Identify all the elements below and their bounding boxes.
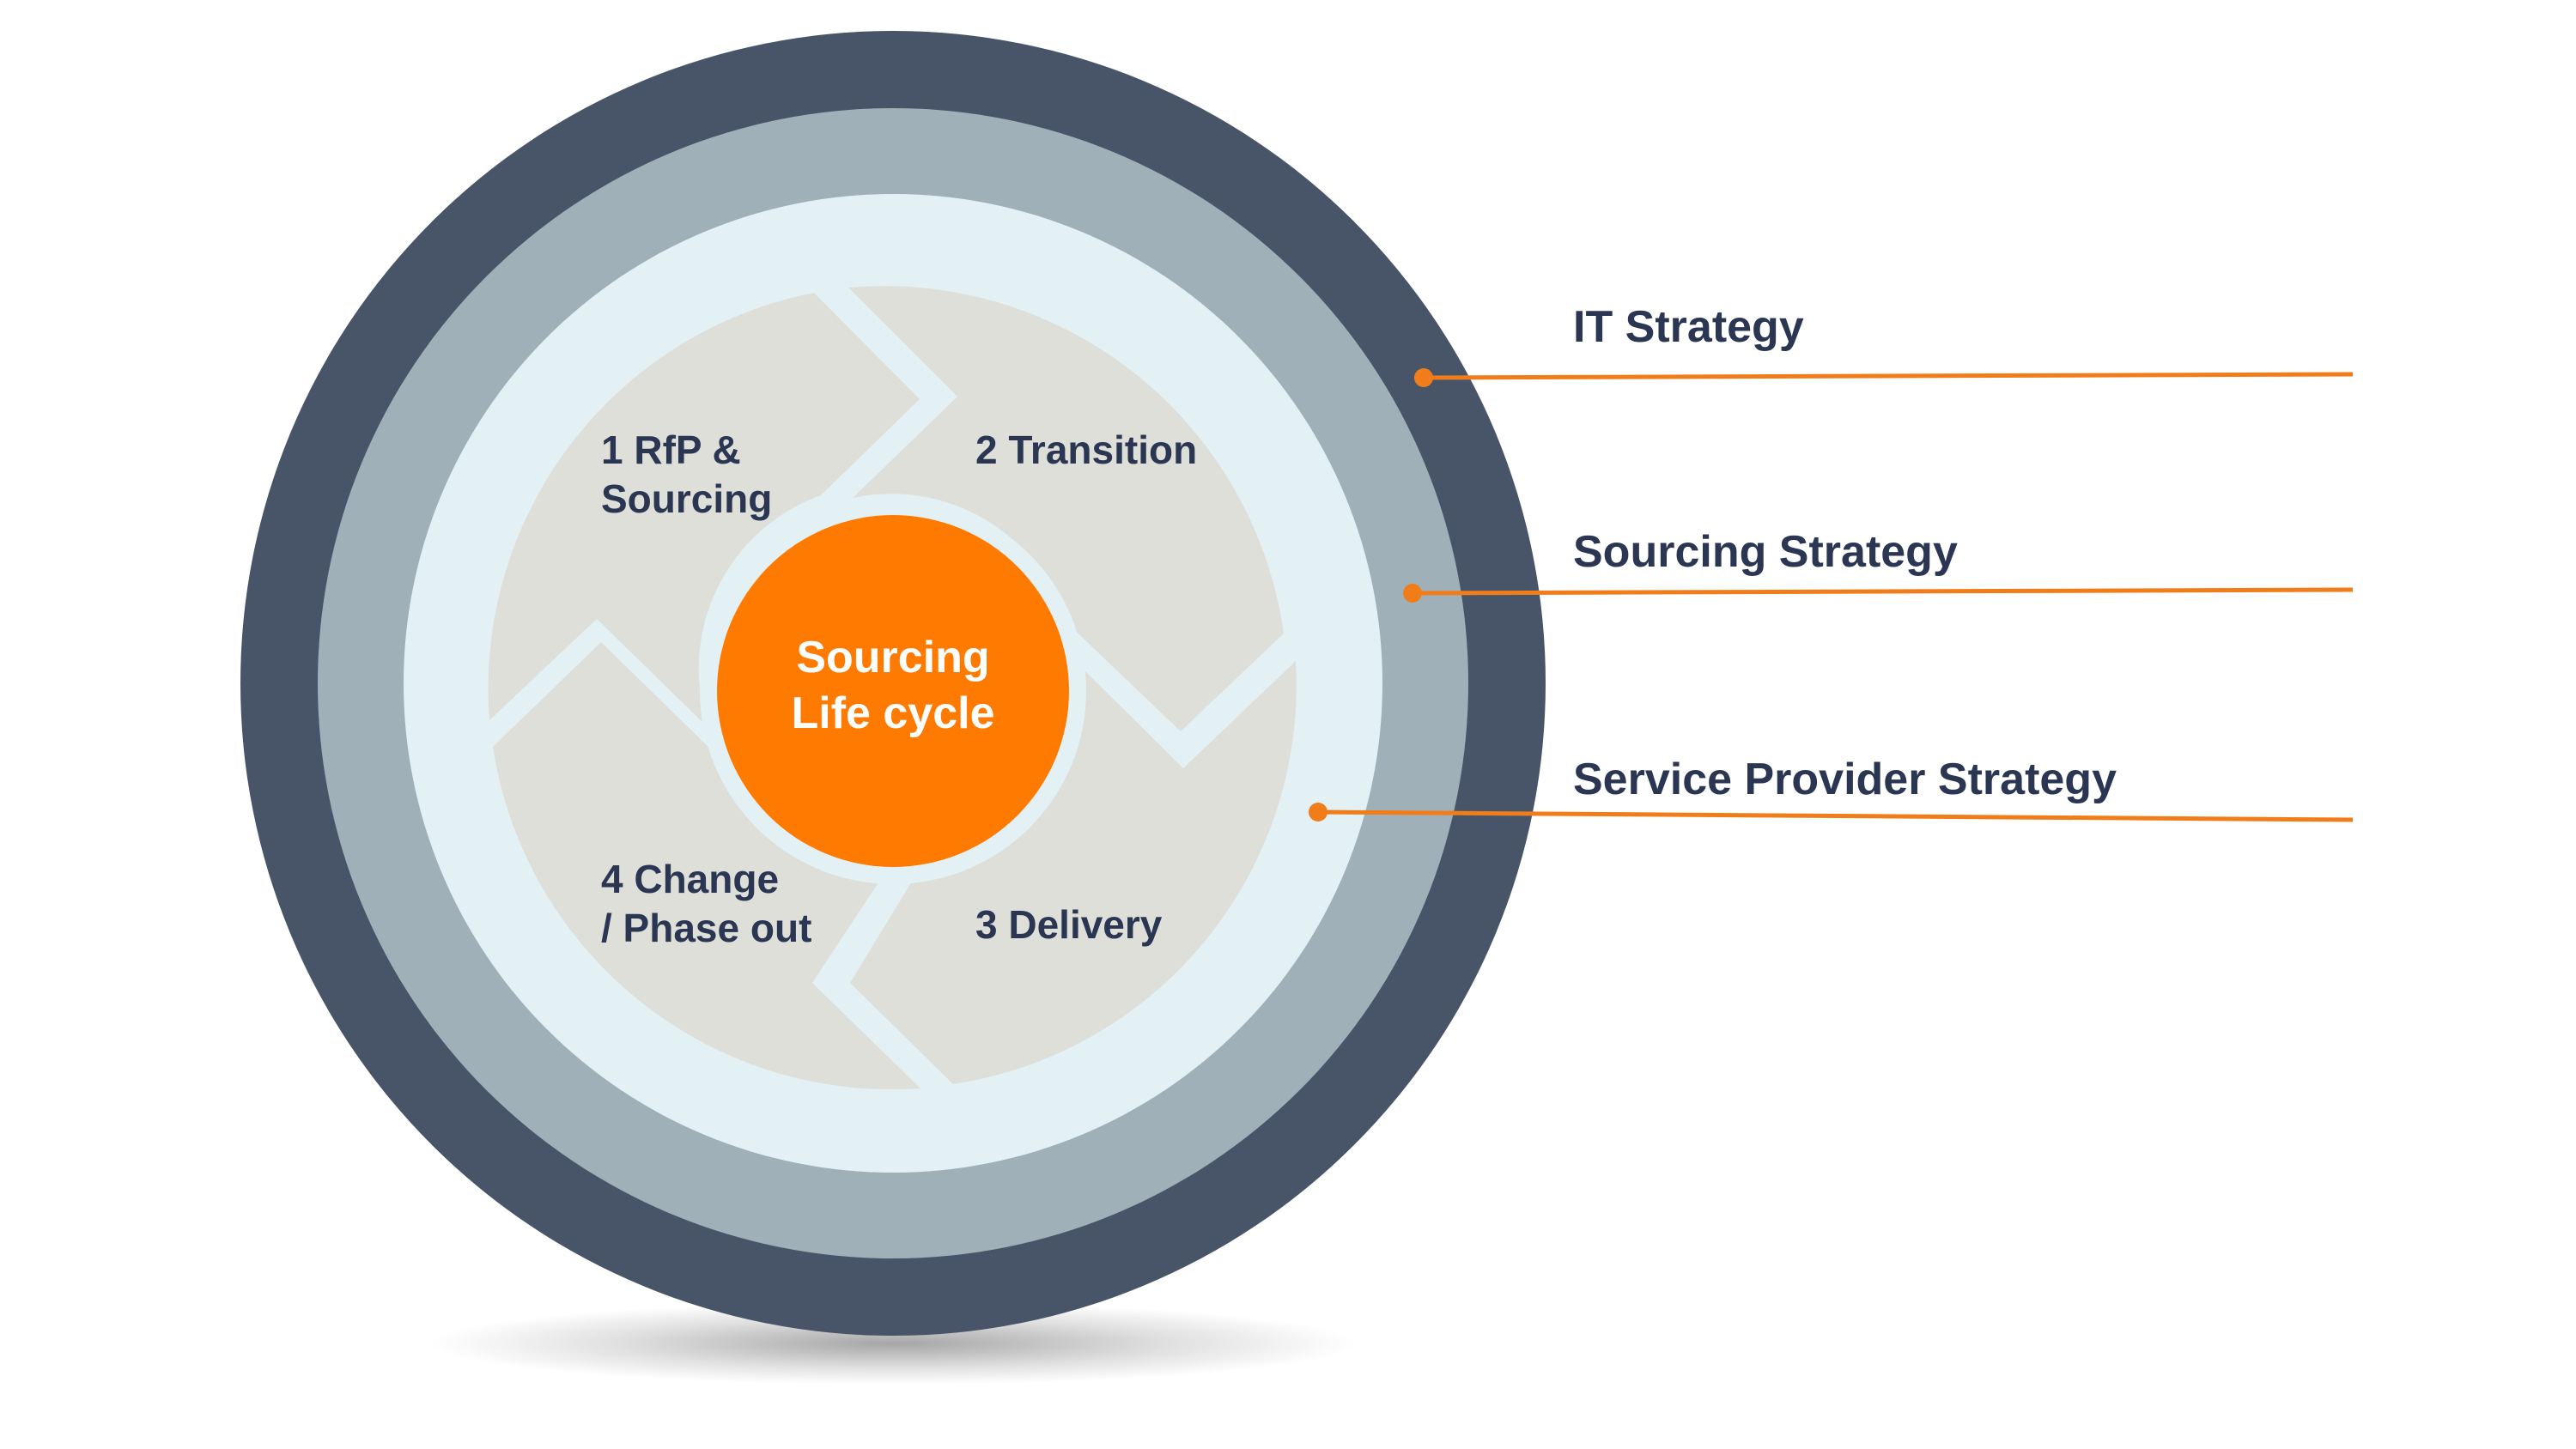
callout-service-provider-strategy: Service Provider Strategy <box>1309 755 2354 822</box>
callout-line <box>1317 809 2354 822</box>
callout-line <box>1412 587 2354 596</box>
phase-2-label: 2 Transition <box>975 427 1197 472</box>
callout-line <box>1423 372 2354 380</box>
core-circle <box>717 515 1069 867</box>
service-provider-strategy-label: Service Provider Strategy <box>1573 755 2117 804</box>
phase-3-label: 3 Delivery <box>975 902 1163 947</box>
phase-4-label-line1: 4 Change <box>601 857 779 901</box>
phase-1-label-line1: 1 RfP & <box>601 427 741 472</box>
phase-4-label-line2: / Phase out <box>601 906 811 950</box>
callout-sourcing-strategy: Sourcing Strategy <box>1403 527 2354 603</box>
it-strategy-label: IT Strategy <box>1573 302 1804 352</box>
phase-sector-1 <box>488 293 920 728</box>
phase-sector-3 <box>850 661 1297 1084</box>
center-title-line1: Sourcing <box>796 633 989 682</box>
sourcing-strategy-label: Sourcing Strategy <box>1573 527 1958 577</box>
callout-it-strategy: IT Strategy <box>1414 302 2354 387</box>
center-title-line2: Life cycle <box>791 688 994 738</box>
callout-dot <box>1403 584 1422 603</box>
phase-sector-4 <box>493 642 920 1090</box>
diagram-shadow <box>429 1302 1357 1385</box>
callout-dot <box>1309 803 1327 822</box>
callout-dot <box>1414 368 1433 387</box>
phase-disc <box>488 286 1297 1090</box>
phase-sector-2 <box>848 286 1284 732</box>
phase-1-label-line2: Sourcing <box>601 476 772 521</box>
